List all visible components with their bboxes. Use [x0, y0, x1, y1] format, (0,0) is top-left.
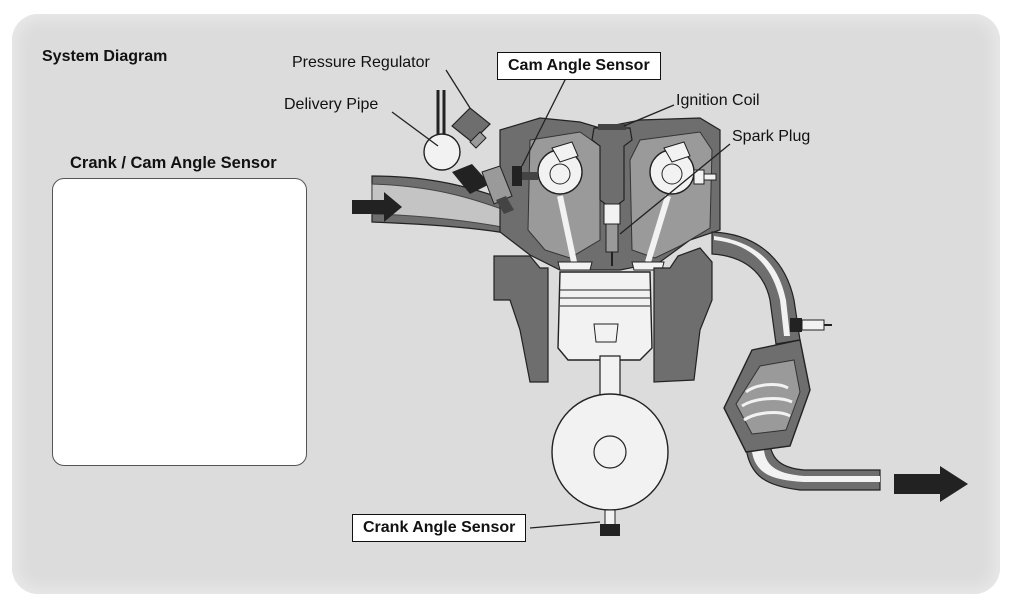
spark-plug: [603, 203, 621, 266]
label-delivery-pipe: Delivery Pipe: [284, 96, 379, 113]
diagram-title: System Diagram: [42, 48, 168, 65]
pressure-regulator-part: [451, 107, 491, 149]
intake-arrow: [352, 192, 402, 222]
delivery-pipe-part: [423, 90, 461, 171]
exhaust-sensor: [790, 318, 832, 332]
cam-angle-sensor-part: [512, 166, 538, 186]
crankshaft: [551, 393, 669, 511]
label-spark-plug: Spark Plug: [732, 128, 811, 145]
cylinder-block: [493, 247, 713, 383]
fuel-injector: [452, 164, 514, 214]
exhaust-arrow: [894, 466, 968, 502]
label-ignition-coil: Ignition Coil: [676, 92, 760, 109]
sensor-inset-box: [52, 178, 307, 466]
intake-valve: [557, 195, 593, 271]
crank-angle-sensor-part: [600, 509, 620, 536]
label-crank-angle-sensor: Crank Angle Sensor: [352, 514, 527, 542]
piston: [557, 271, 653, 361]
intake-camshaft: [537, 141, 583, 195]
label-pressure-regulator: Pressure Regulator: [292, 54, 430, 71]
leader-lines: [391, 69, 731, 529]
label-cam-angle-sensor: Cam Angle Sensor: [497, 52, 661, 80]
catalytic-converter: [723, 339, 811, 453]
inset-title: Crank / Cam Angle Sensor: [70, 154, 277, 172]
